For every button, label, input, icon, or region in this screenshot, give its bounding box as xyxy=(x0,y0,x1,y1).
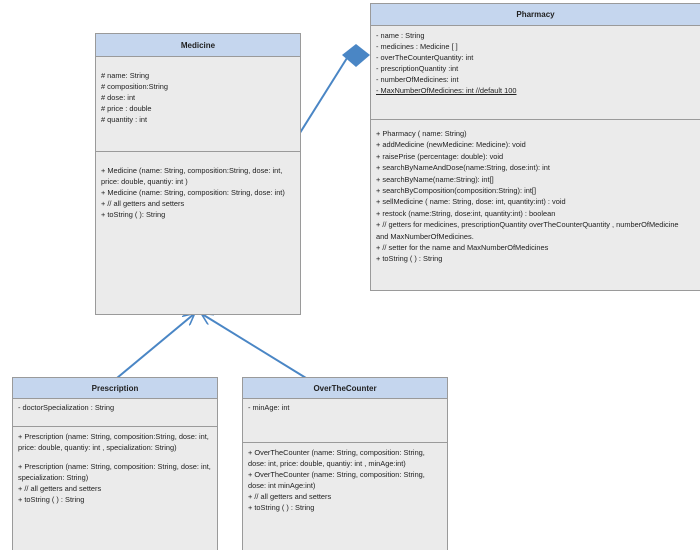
attribute: # name: String xyxy=(101,71,150,80)
method: + addMedicine (newMedicine: Medicine): v… xyxy=(376,140,526,150)
method: + raisePrise (percentage: double): void xyxy=(376,151,504,161)
class-methods: + OverTheCounter (name: String, composit… xyxy=(243,443,447,516)
method: + Medicine (name: String, composition:St… xyxy=(101,166,283,186)
method: + Medicine (name: String, composition: S… xyxy=(101,187,285,197)
method: + Pharmacy ( name: String) xyxy=(376,129,467,138)
attribute: - numberOfMedicines: int xyxy=(376,74,459,84)
method: + // setter for the name and MaxNumberOf… xyxy=(376,243,549,253)
attribute: - overTheCounterQuantity: int xyxy=(376,52,474,62)
method: + restock (name:String, dose:int, quanti… xyxy=(376,208,556,218)
method: + toString ( ) : String xyxy=(376,254,443,264)
class-title: OverTheCounter xyxy=(243,378,447,399)
class-methods: + Pharmacy ( name: String) + addMedicine… xyxy=(371,120,700,268)
class-medicine: Medicine # name: String # composition:St… xyxy=(95,33,301,315)
attribute: - prescriptionQuantity :int xyxy=(376,63,459,73)
attribute: # quantity : int xyxy=(101,114,148,124)
class-attributes: # name: String # composition:String # do… xyxy=(96,57,300,152)
class-methods: + Prescription (name: String, compositio… xyxy=(13,427,217,508)
method: + toString ( ) : String xyxy=(248,502,315,512)
attribute: # composition:String xyxy=(101,81,168,91)
method: + searchByComposition(composition:String… xyxy=(376,186,536,196)
method: + OverTheCounter (name: String, composit… xyxy=(248,448,425,468)
class-prescription: Prescription - doctorSpecialization : St… xyxy=(12,377,218,550)
attribute: - doctorSpecialization : String xyxy=(18,403,115,412)
attribute: - medicines : Medicine [ ] xyxy=(376,41,458,51)
inheritance-line-prescription xyxy=(116,314,194,379)
class-title: Prescription xyxy=(13,378,217,399)
attribute: # price : double xyxy=(101,103,152,113)
method: + searchByNameAndDose(name:String, dose:… xyxy=(376,163,550,173)
method: + Prescription (name: String, compositio… xyxy=(18,461,211,482)
method: + OverTheCounter (name: String, composit… xyxy=(248,469,425,490)
class-attributes: - name : String - medicines : Medicine [… xyxy=(371,26,700,120)
class-methods: + Medicine (name: String, composition:St… xyxy=(96,152,300,224)
class-attributes: - minAge: int xyxy=(243,399,447,443)
method: + // all getters and setters xyxy=(101,198,185,208)
method: + // getters for medicines, prescription… xyxy=(376,220,679,241)
attribute-static: - MaxNumberOfMedicines: int //default 10… xyxy=(376,85,517,95)
aggregation-diamond-icon xyxy=(342,44,370,67)
method: + searchByName(name:String): int[] xyxy=(376,174,494,184)
method: + toString ( ): String xyxy=(101,209,166,219)
method: + // all getters and setters xyxy=(18,483,102,493)
class-attributes: - doctorSpecialization : String xyxy=(13,399,217,427)
attribute: # dose: int xyxy=(101,92,136,102)
attribute: - minAge: int xyxy=(248,403,290,412)
class-pharmacy: Pharmacy - name : String - medicines : M… xyxy=(370,3,700,291)
aggregation-line xyxy=(297,57,348,137)
method: + // all getters and setters xyxy=(248,491,332,501)
method: + Prescription (name: String, compositio… xyxy=(18,432,209,452)
method: + sellMedicine ( name: String, dose: int… xyxy=(376,197,566,207)
class-title: Pharmacy xyxy=(371,4,700,26)
inheritance-line-overthecounter xyxy=(202,314,307,379)
attribute: - name : String xyxy=(376,31,425,40)
class-overthecounter: OverTheCounter - minAge: int + OverTheCo… xyxy=(242,377,448,550)
class-title: Medicine xyxy=(96,34,300,57)
method: + toString ( ) : String xyxy=(18,494,85,504)
